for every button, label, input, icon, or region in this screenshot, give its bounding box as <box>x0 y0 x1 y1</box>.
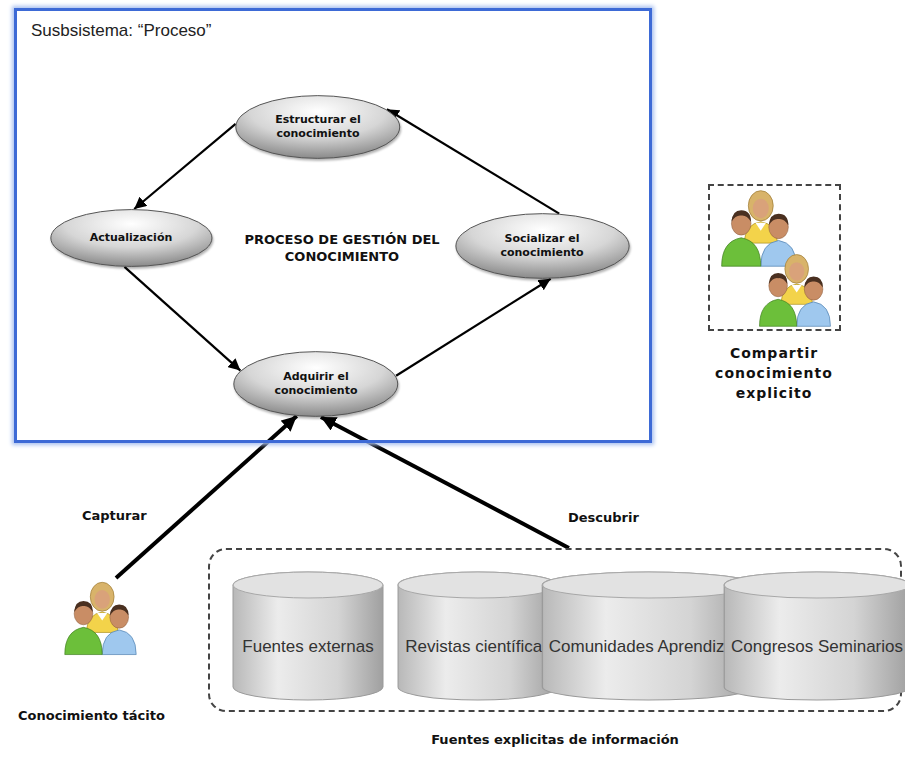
sources-box: Fuentes explicitas de informaciónFuentes… <box>208 548 902 712</box>
people-icon <box>58 578 143 658</box>
subsystem-title: Susbsistema: “Proceso” <box>31 21 211 41</box>
source-label: Fuentes externas <box>242 635 373 659</box>
database-cylinder: Revistas científicas <box>397 571 559 701</box>
process-ellipse: Adquirir el conocimiento <box>233 351 399 417</box>
database-cylinder: Fuentes externas <box>232 571 384 701</box>
source-label: Comunidades Aprendizaje <box>549 635 747 659</box>
cylinder-shape <box>397 571 559 701</box>
people-caption: Conocimiento tácito <box>18 708 158 723</box>
process-title: PROCESO DE GESTIÓN DEL CONOCIMIENTO <box>238 231 446 265</box>
flow-arrow <box>396 279 551 376</box>
flow-arrow <box>321 417 569 548</box>
process-ellipse: Actualización <box>50 209 213 267</box>
flow-arrow <box>387 109 559 213</box>
edge-label: Capturar <box>80 508 149 523</box>
group-box: Compartir conocimiento explicito <box>708 184 841 331</box>
database-cylinder: Comunidades Aprendizaje <box>541 571 755 701</box>
process-label: Socializar el conocimiento <box>486 232 598 260</box>
process-label: Estructurar el conocimiento <box>262 113 374 141</box>
people-node: Conocimiento tácito <box>18 578 158 723</box>
process-label: Adquirir el conocimiento <box>260 370 372 398</box>
process-ellipse: Estructurar el conocimiento <box>235 95 401 159</box>
people-icon <box>714 188 804 268</box>
source-label: Revistas científicas <box>405 635 551 659</box>
edge-label: Descubrir <box>566 510 641 525</box>
subsystem-box: Susbsistema: “Proceso” Estructurar el con… <box>14 8 652 443</box>
people-icon <box>750 252 840 328</box>
flow-arrow <box>125 267 241 371</box>
flow-arrow <box>134 124 235 209</box>
cylinder-shape <box>541 571 755 701</box>
connector-group <box>116 109 569 578</box>
process-ellipse: Socializar el conocimiento <box>455 213 630 279</box>
cylinder-shape <box>232 571 384 701</box>
source-label: Congresos Seminarios <box>731 635 903 659</box>
cylinder-shape <box>723 571 905 701</box>
group-caption: Compartir conocimiento explicito <box>699 343 849 403</box>
process-label: Actualización <box>76 231 186 245</box>
sources-caption: Fuentes explicitas de información <box>431 732 679 747</box>
database-cylinder: Congresos Seminarios <box>723 571 905 701</box>
